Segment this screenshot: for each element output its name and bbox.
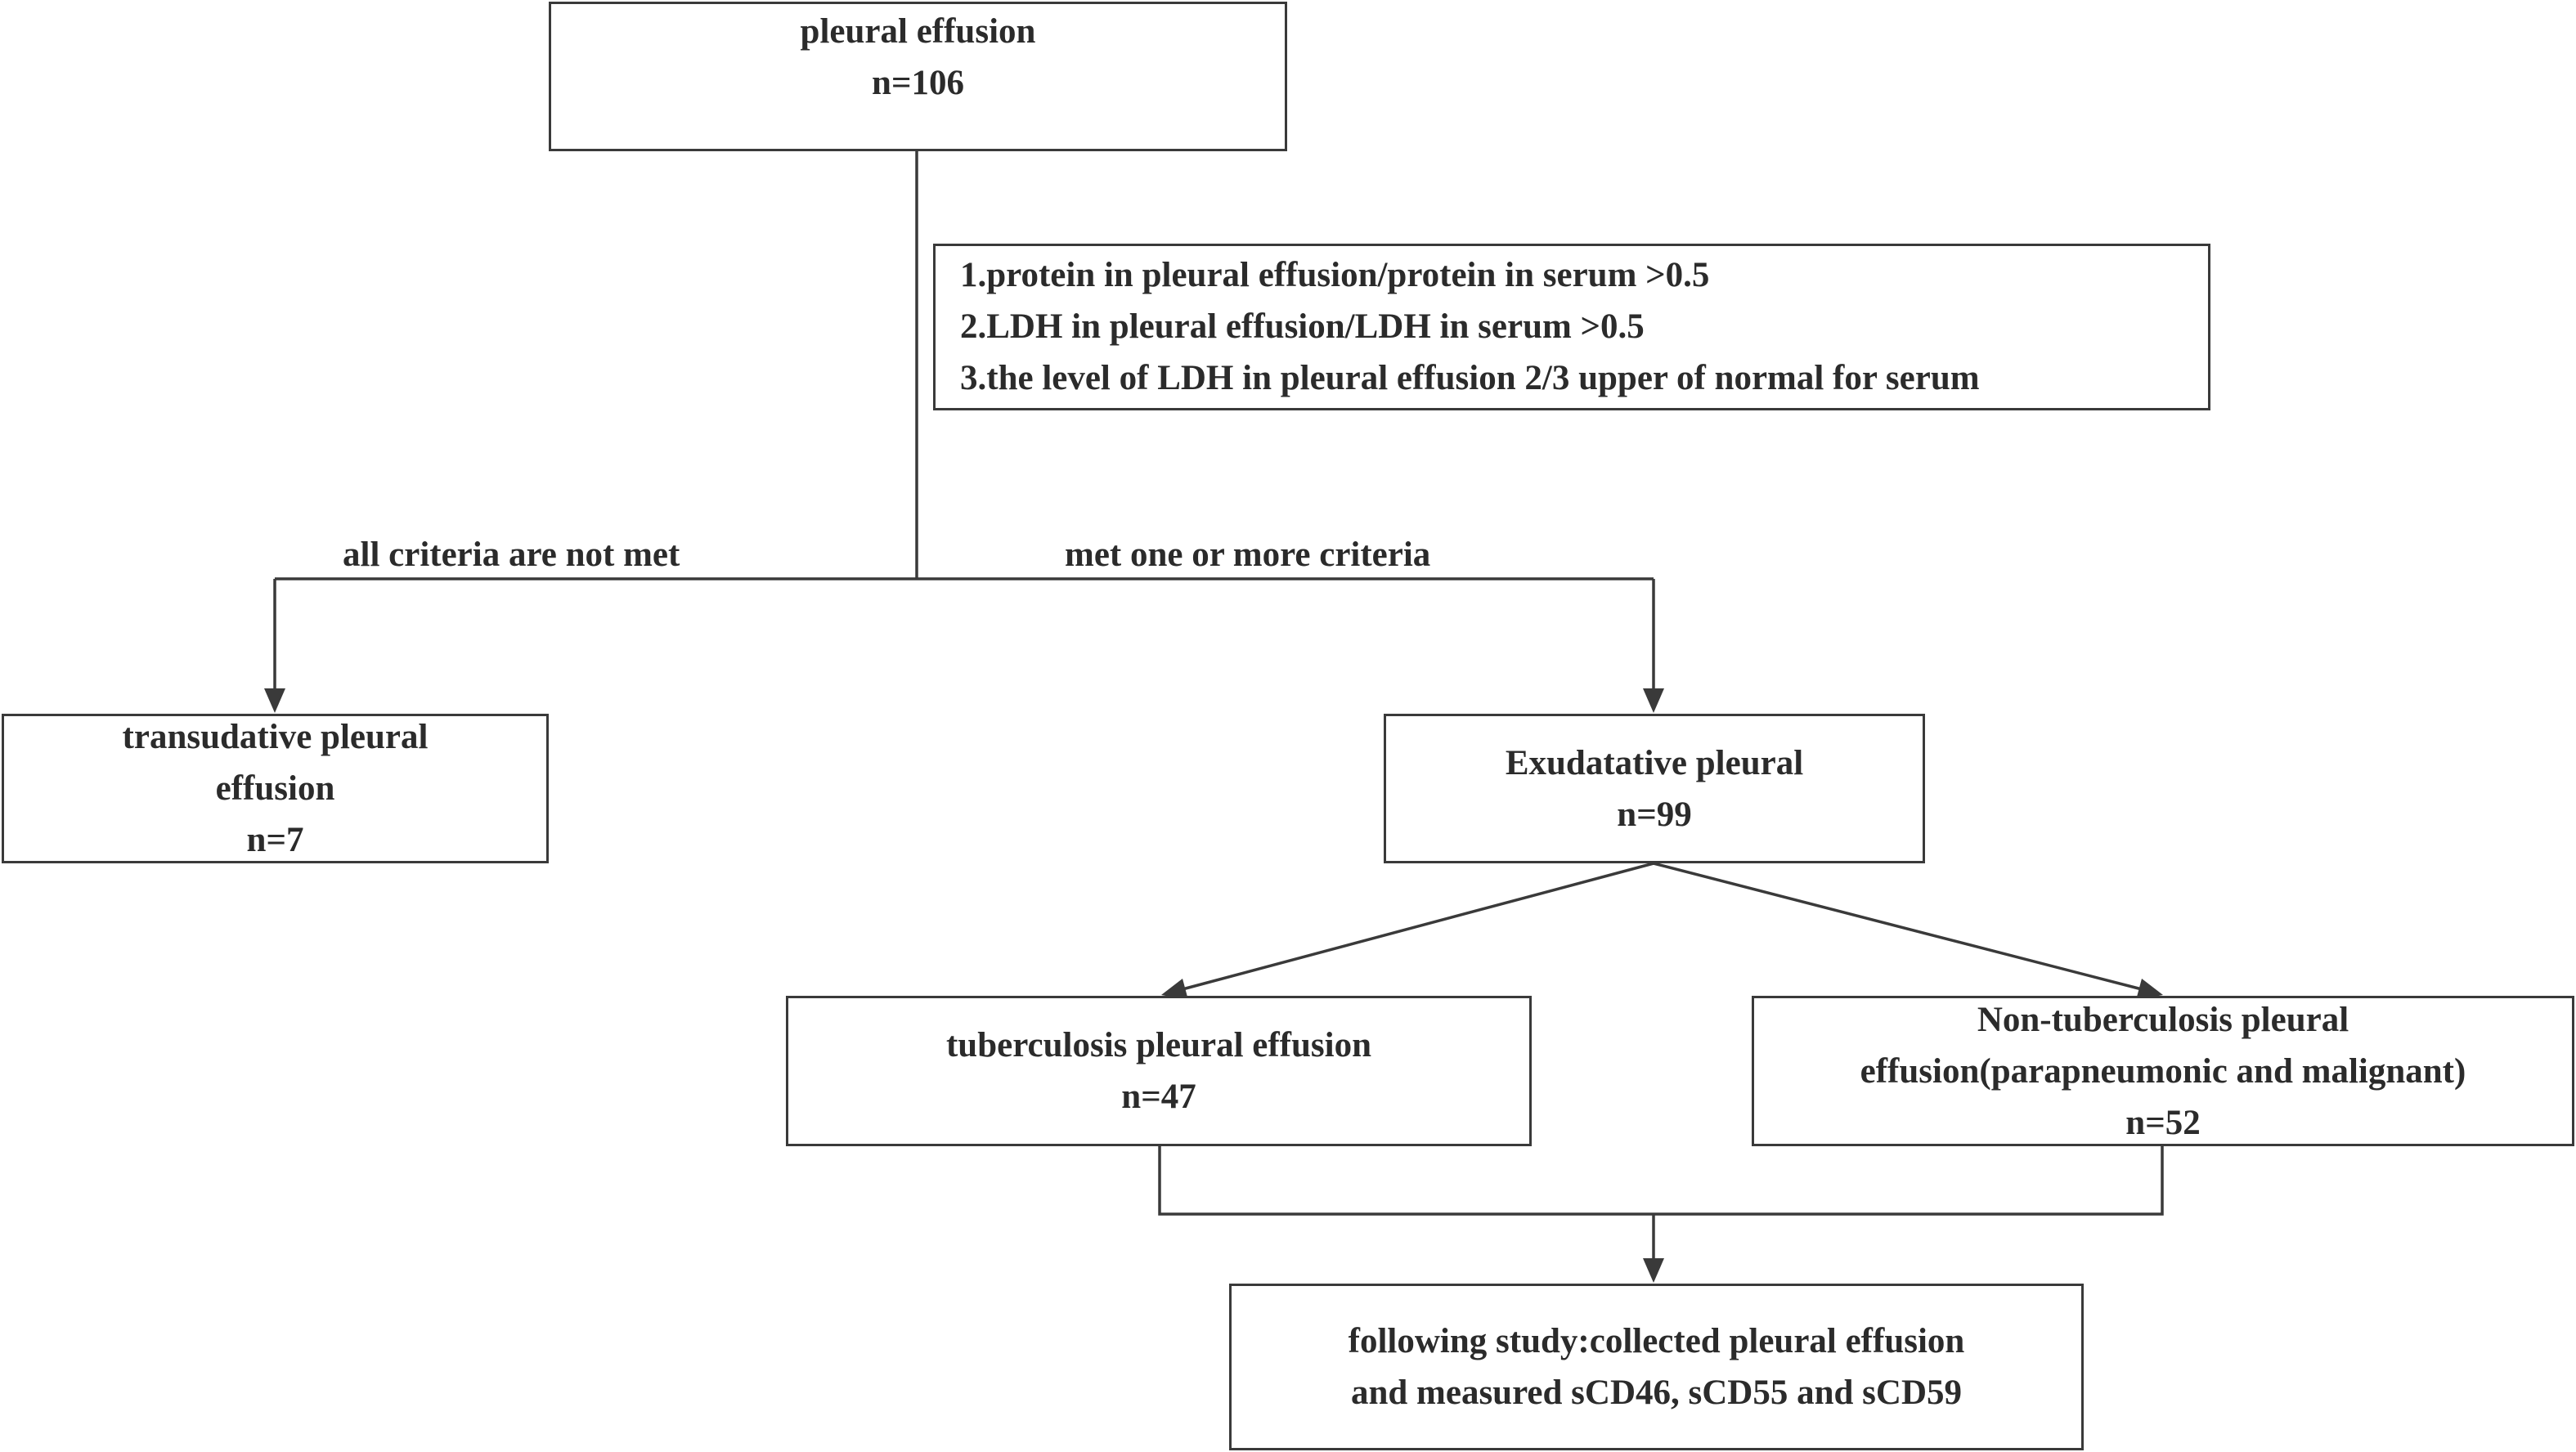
node-label: tuberculosis pleural effusion [945,1026,1372,1064]
node-label: effusion(parapneumonic and malignant) [1860,1051,2466,1091]
node-following-study: following study:collected pleural effusi… [1229,1284,2084,1450]
node-label: Non-tuberculosis pleural [1977,1000,2349,1039]
node-exudative: Exudatative pleural n=99 [1384,714,1925,863]
edge-label-not-met: all criteria are not met [343,536,680,574]
node-count: n=106 [872,64,964,102]
node-label: pleural effusion [800,12,1036,51]
node-tuberculosis: tuberculosis pleural effusion n=47 [786,996,1532,1146]
arrowhead-tuberculosis [1161,979,1188,1000]
node-transudative: transudative pleural effusion n=7 [2,714,549,863]
connector-to-tuberculosis [1182,862,1654,991]
node-count: n=52 [2125,1103,2201,1142]
node-label: transudative pleural [122,718,429,756]
edge-label-met: met one or more criteria [1065,536,1431,574]
node-count: n=7 [246,821,304,859]
arrowhead-transudative [264,688,285,713]
connector-to-non-tuberculosis [1653,862,2143,991]
node-label: effusion [215,769,335,808]
arrowhead-following [1643,1258,1664,1283]
arrowhead-non-tuberculosis [2136,979,2163,1000]
node-count: n=99 [1617,795,1692,834]
criteria-box: 1.protein in pleural effusion/protein in… [933,244,2210,410]
node-label: and measured sCD46, sCD55 and sCD59 [1350,1374,1963,1412]
connector-merge [1158,1146,2164,1216]
node-label: Exudatative pleural [1505,743,1804,782]
node-pleural-effusion: pleural effusion n=106 [549,2,1287,151]
node-count: n=47 [1121,1078,1196,1116]
arrowhead-exudative [1643,688,1664,713]
criterion-2: 2.LDH in pleural effusion/LDH in serum >… [960,307,1645,346]
criterion-1: 1.protein in pleural effusion/protein in… [960,256,1710,294]
criterion-3: 3.the level of LDH in pleural effusion 2… [960,359,1980,397]
node-label: following study:collected pleural effusi… [1348,1322,1965,1360]
node-non-tuberculosis: Non-tuberculosis pleural effusion(parapn… [1752,996,2574,1146]
